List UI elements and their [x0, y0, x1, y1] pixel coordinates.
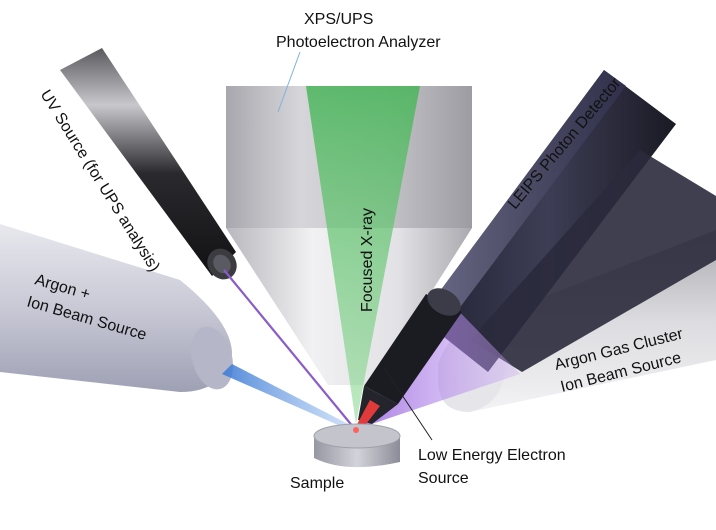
electron-source-label-line1: Low Energy Electron — [418, 447, 566, 464]
argon-ion-beam — [222, 364, 356, 432]
sample-label: Sample — [290, 475, 344, 492]
electron-source-leader-line — [383, 367, 433, 441]
uv-beam — [223, 269, 355, 429]
uv-source — [60, 48, 237, 280]
electron-source-label-line2: Source — [418, 470, 469, 487]
analyzer-label-line1: XPS/UPS — [304, 11, 373, 28]
beam-focus-point — [353, 427, 359, 433]
focused-xray-beam — [306, 86, 420, 424]
sample-disk — [313, 423, 401, 468]
focused-xray-label: Focused X-ray — [359, 208, 376, 312]
leips-photon-detector — [420, 70, 716, 372]
analyzer-leader-line — [277, 51, 301, 113]
analyzer-label-line2: Photoelectron Analyzer — [276, 34, 441, 51]
